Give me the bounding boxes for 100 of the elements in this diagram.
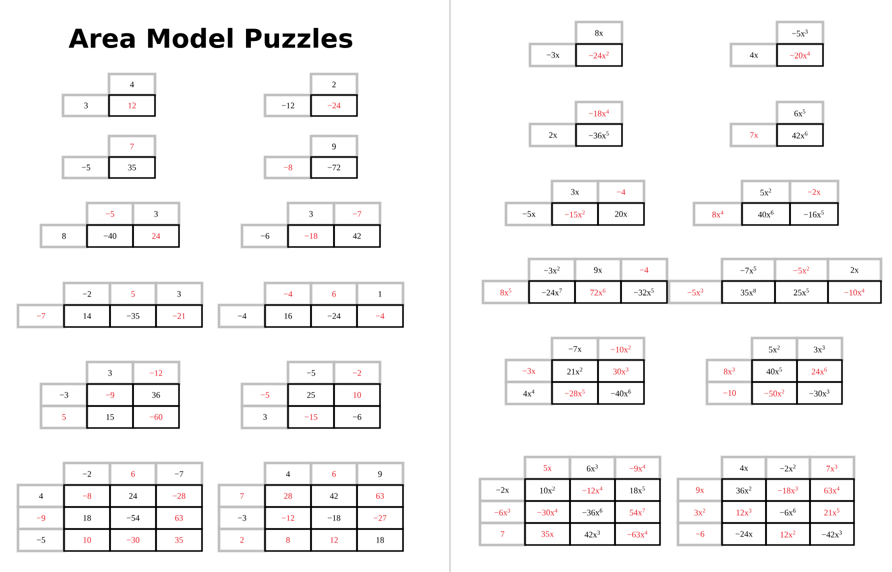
product-cell: −50x$^{2}$ (751, 381, 798, 405)
factor-cell: −2x (788, 180, 840, 204)
product-cell: 14 (63, 304, 111, 328)
factor-cell: 8x (574, 20, 624, 46)
factor-cell: −3x (528, 42, 578, 68)
product-cell: 12 (310, 528, 358, 552)
factor-cell: 9x (574, 258, 622, 282)
product-cell: 24 (132, 224, 180, 248)
factor-cell: 6 (310, 462, 358, 486)
product-cell: 18 (63, 506, 111, 530)
factor-cell: −4 (596, 180, 646, 204)
factor-cell: 3 (86, 360, 134, 386)
factor-cell: 3 (62, 94, 110, 118)
product-cell: −8 (63, 484, 111, 508)
product-cell: −24x$^{7}$ (528, 280, 576, 304)
factor-cell: 7x$^{3}$ (808, 456, 856, 480)
factor-cell: 6 (108, 462, 158, 486)
factor-cell: −7 (154, 462, 204, 486)
factor-cell: −6 (240, 224, 290, 248)
factor-cell: −12 (264, 94, 312, 118)
factor-cell: −7 (16, 304, 66, 328)
factor-cell: 3 (154, 282, 204, 306)
factor-cell: −18x$^{4}$ (574, 100, 624, 126)
product-cell: 42 (310, 484, 358, 508)
product-cell: 42x$^{3}$ (569, 522, 616, 546)
factor-cell: 5x (524, 456, 572, 480)
factor-cell: −7x$^{5}$ (720, 258, 776, 282)
product-cell: 42 (333, 224, 381, 248)
factor-cell: −4 (620, 258, 668, 282)
product-cell: −30 (109, 528, 157, 552)
product-cell: 8 (264, 528, 312, 552)
factor-cell: −2 (62, 462, 112, 486)
product-cell: 18 (356, 528, 404, 552)
product-cell: −40x$^{6}$ (597, 381, 645, 405)
product-cell: 18x$^{5}$ (614, 478, 661, 502)
product-cell: −35 (109, 304, 157, 328)
product-cell: 30x$^{3}$ (597, 359, 645, 383)
product-cell: −9 (86, 383, 134, 407)
factor-cell: −7 (332, 202, 382, 226)
factor-cell: −3 (40, 382, 88, 408)
factor-cell: −4 (264, 282, 312, 306)
factor-cell: 4x (720, 456, 768, 480)
product-cell: −10x$^{4}$ (827, 280, 882, 304)
factor-cell: −5x$^{3}$ (668, 280, 724, 304)
product-cell: −24 (310, 304, 358, 328)
factor-cell: 3x$^{3}$ (796, 336, 844, 362)
factor-cell: 9 (310, 134, 358, 158)
product-cell: 12x$^{3}$ (721, 500, 767, 524)
product-cell: 12 (108, 94, 156, 117)
product-cell: −15x$^{2}$ (551, 202, 599, 226)
product-cell: −54 (109, 506, 157, 530)
factor-cell: 4 (108, 72, 156, 96)
factor-cell: 2 (218, 528, 266, 552)
factor-cell: −4 (218, 304, 266, 328)
product-cell: 40x$^{6}$ (741, 202, 791, 226)
product-cell: −4 (356, 304, 404, 328)
factor-cell: 2 (310, 72, 358, 96)
factor-cell: −10 (706, 380, 754, 406)
product-cell: 21x$^{5}$ (809, 500, 855, 524)
factor-cell: 6 (310, 282, 358, 306)
product-cell: 20x (597, 202, 645, 226)
factor-cell: −5 (240, 382, 290, 408)
factor-cell: −5 (286, 360, 336, 386)
factor-cell: 4 (16, 484, 66, 508)
factor-cell: −9 (16, 506, 66, 530)
product-cell: 24x$^{6}$ (796, 359, 843, 383)
product-cell: 36x$^{2}$ (721, 478, 767, 502)
factor-cell: 3 (132, 202, 180, 226)
factor-cell: 4x$^{4}$ (504, 380, 554, 406)
factor-cell: 3x (550, 180, 600, 204)
factor-cell: 3 (240, 404, 290, 430)
product-cell: −6x$^{6}$ (765, 500, 811, 524)
product-cell: −36x$^{5}$ (575, 123, 623, 147)
factor-cell: 8x$^{5}$ (482, 280, 530, 304)
factor-cell: −3 (218, 506, 266, 530)
factor-cell: −7x (550, 336, 600, 362)
factor-cell: 2x (826, 258, 882, 282)
product-cell: 21x$^{2}$ (551, 359, 599, 383)
factor-cell: 4 (264, 462, 312, 486)
product-cell: −60 (132, 405, 180, 429)
factor-cell: 9 (356, 462, 404, 486)
product-cell: 25x$^{5}$ (774, 280, 829, 304)
factor-cell: −2x$^{2}$ (764, 456, 812, 480)
factor-cell: −5 (62, 156, 110, 180)
product-cell: −20x$^{4}$ (776, 43, 824, 67)
product-cell: −30x$^{3}$ (796, 381, 843, 405)
factor-cell: −8 (264, 156, 312, 180)
product-cell: −18 (310, 506, 358, 530)
factor-cell: −5x (504, 202, 554, 226)
factor-cell: 9x (676, 478, 724, 502)
product-cell: −72 (310, 156, 358, 179)
product-cell: 54x$^{7}$ (614, 500, 661, 524)
product-cell: −36x$^{6}$ (569, 500, 616, 524)
product-cell: −6 (333, 405, 381, 429)
product-cell: −18 (287, 224, 335, 248)
factor-cell: −3x$^{2}$ (528, 258, 576, 282)
product-cell: 63x$^{4}$ (809, 478, 855, 502)
product-cell: −15 (287, 405, 335, 429)
factor-cell: 7 (478, 522, 526, 546)
product-cell: 40x$^{5}$ (751, 359, 798, 383)
